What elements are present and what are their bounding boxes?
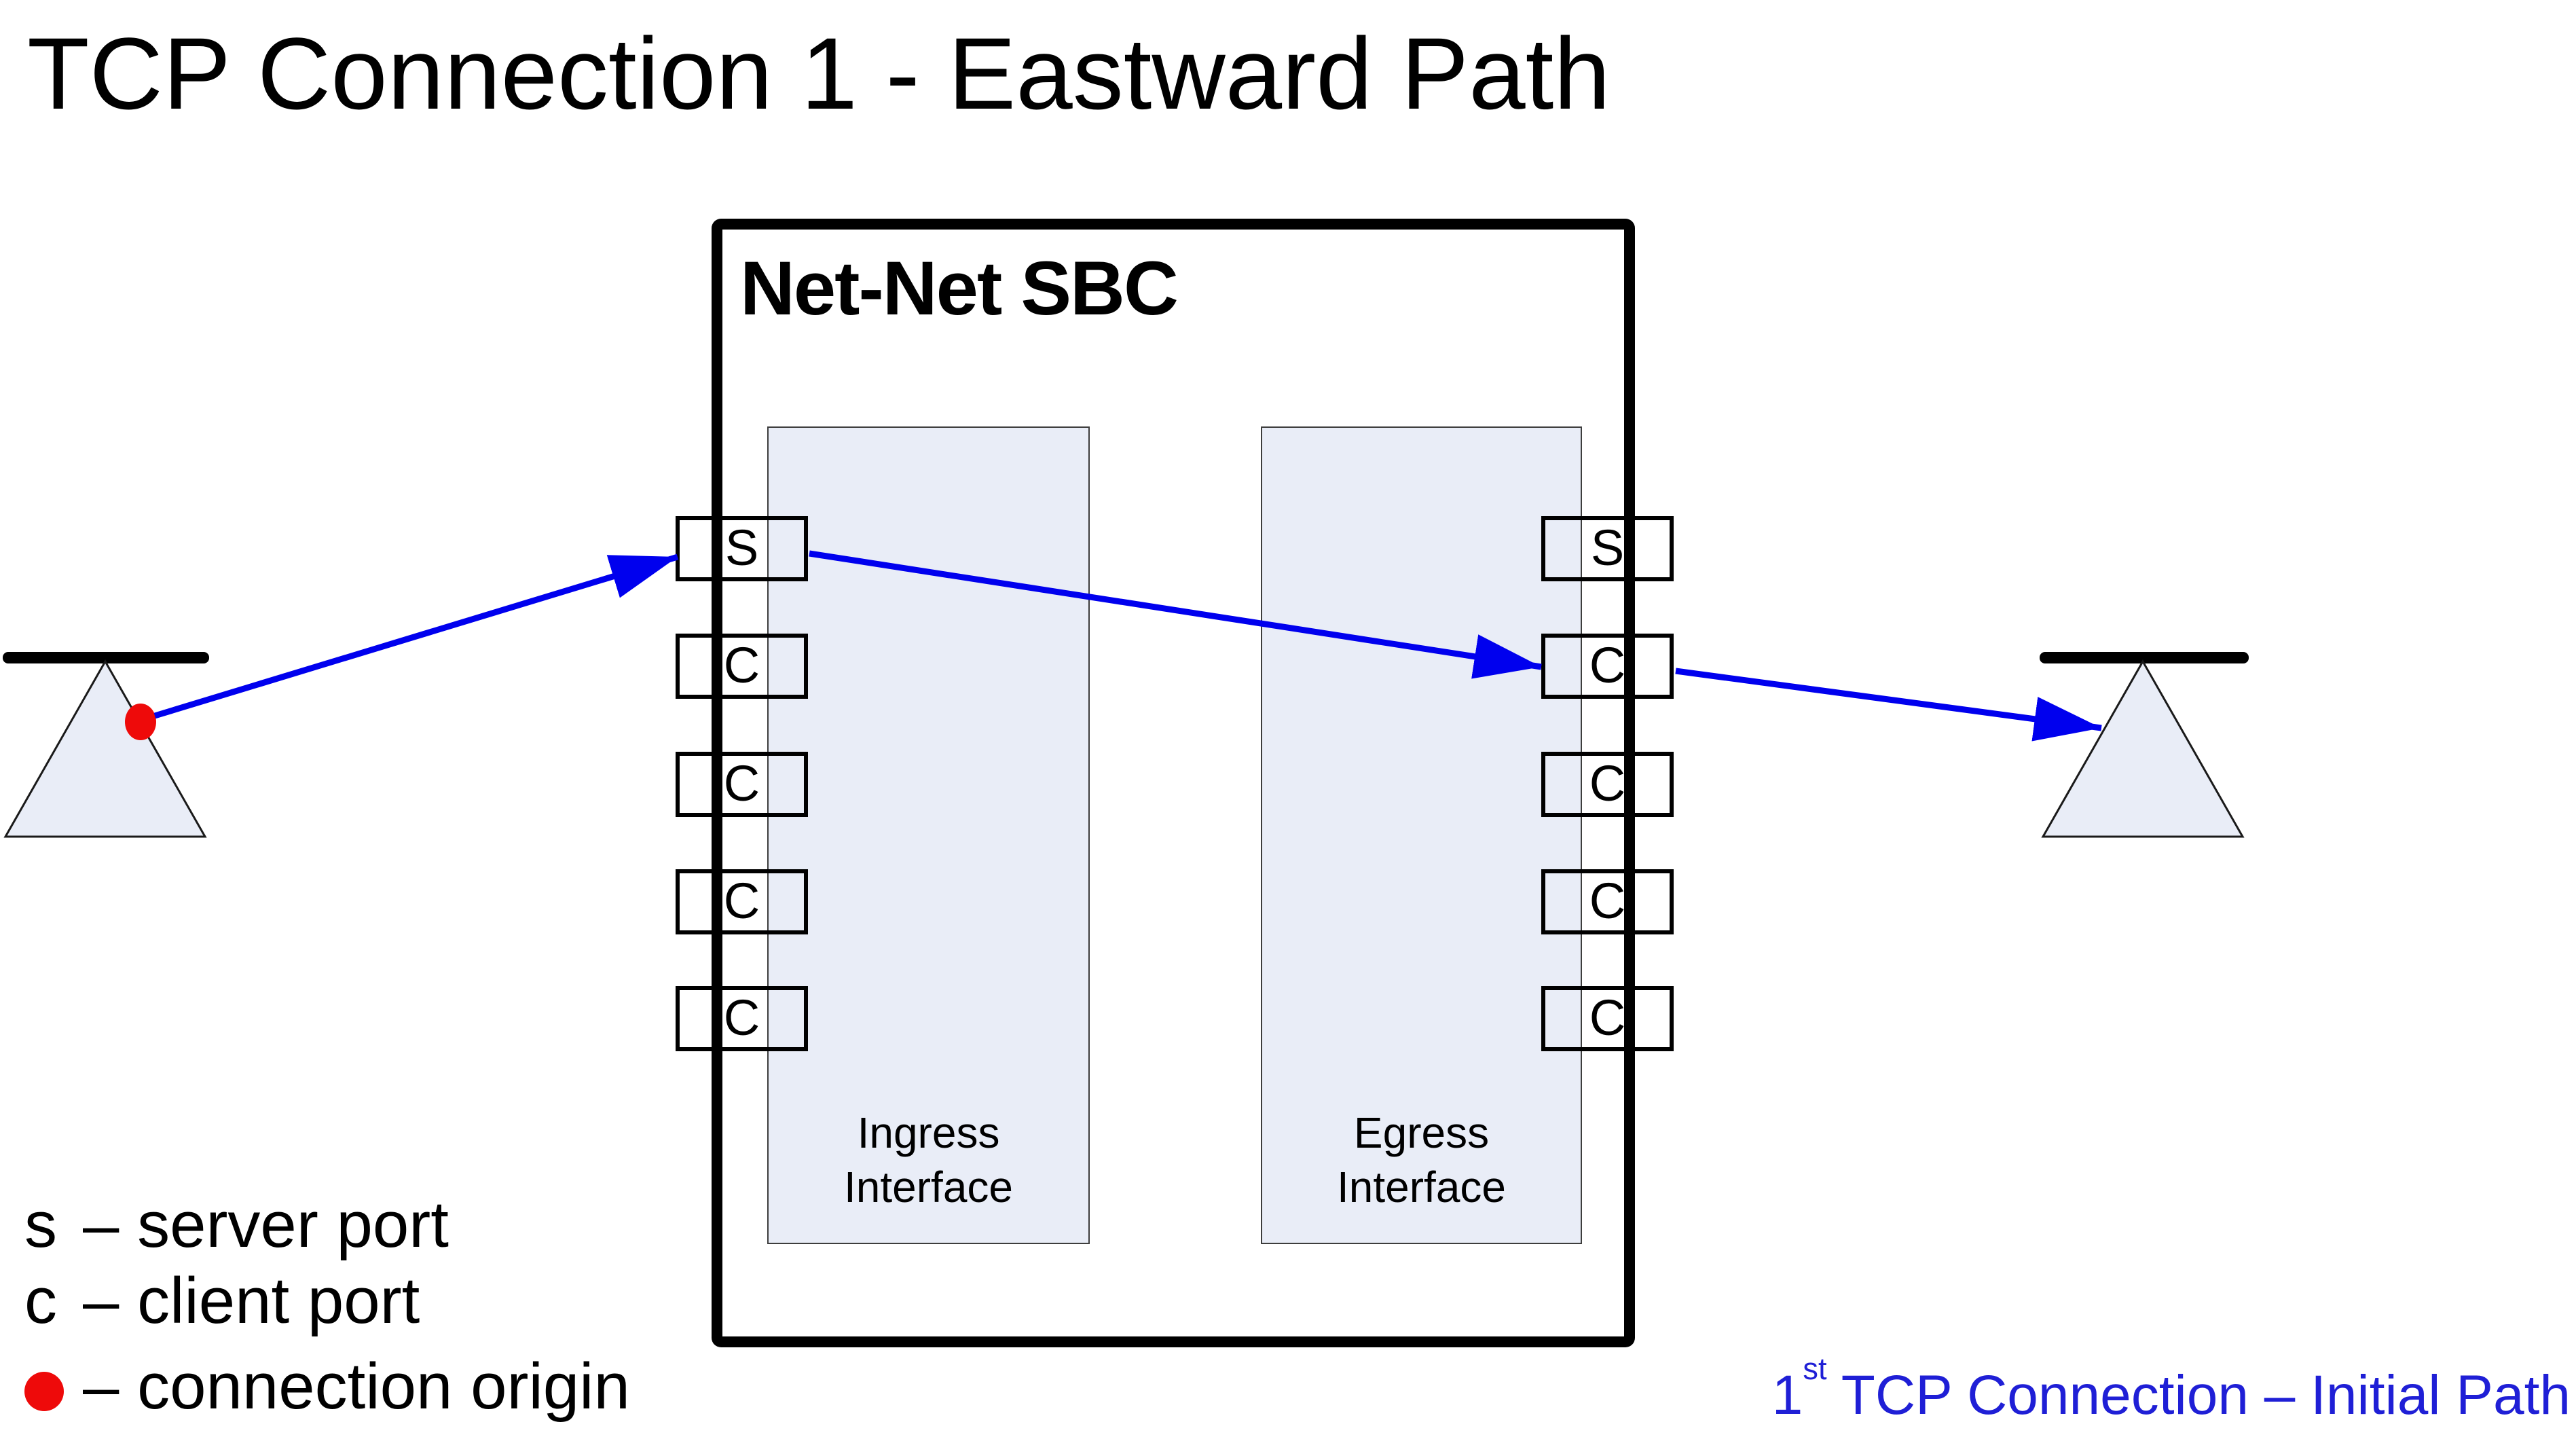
- port-label: C: [723, 872, 760, 929]
- legend-item-server-port: s – server port: [24, 1187, 630, 1263]
- port-label: C: [1589, 754, 1626, 812]
- sbc-title: Net-Net SBC: [740, 246, 1179, 331]
- caption-number: 1: [1771, 1364, 1803, 1426]
- ingress-interface-panel: Ingress Interface: [767, 426, 1090, 1244]
- egress-port-server: S: [1541, 516, 1674, 581]
- connection-origin-dot: [125, 704, 156, 740]
- legend-label: – server port: [83, 1188, 449, 1261]
- sbc-box: Net-Net SBC Ingress Interface Egress Int…: [712, 219, 1635, 1347]
- arrow-egress-c-to-right-endpoint: [1675, 668, 2102, 742]
- port-label: C: [723, 754, 760, 812]
- egress-port-client-3: C: [1541, 869, 1674, 934]
- egress-interface-label: Egress Interface: [1336, 1108, 1507, 1212]
- egress-port-client-1: C: [1541, 634, 1674, 699]
- connection-origin-symbol: [24, 1349, 83, 1424]
- connection-origin-dot-icon: [24, 1371, 64, 1411]
- page-title: TCP Connection 1 - Eastward Path: [27, 16, 1611, 130]
- port-label: C: [723, 636, 760, 693]
- port-label: C: [1589, 636, 1626, 693]
- egress-port-client-2: C: [1541, 752, 1674, 817]
- initial-path-caption: 1st TCP Connection – Initial Path: [1771, 1353, 2571, 1427]
- ingress-port-client-4: C: [676, 986, 808, 1051]
- port-label: C: [723, 989, 760, 1046]
- left-endpoint-bar: [3, 652, 209, 663]
- egress-interface-panel: Egress Interface: [1261, 426, 1582, 1244]
- port-label: C: [1589, 872, 1626, 929]
- ingress-interface-label: Ingress Interface: [843, 1108, 1014, 1212]
- legend-label: – client port: [83, 1264, 420, 1337]
- legend: s – server port c – client port – connec…: [24, 1187, 630, 1425]
- port-label: C: [1589, 989, 1626, 1046]
- server-port-symbol: s: [24, 1188, 57, 1261]
- ingress-port-client-2: C: [676, 752, 808, 817]
- egress-port-client-4: C: [1541, 986, 1674, 1051]
- port-label: S: [1590, 519, 1625, 576]
- caption-ordinal: st: [1803, 1351, 1827, 1387]
- ingress-port-server: S: [676, 516, 808, 581]
- caption-text: TCP Connection – Initial Path: [1826, 1364, 2571, 1426]
- ingress-port-client-3: C: [676, 869, 808, 934]
- port-label: S: [724, 519, 759, 576]
- right-endpoint-bar: [2040, 652, 2249, 663]
- legend-label: – connection origin: [83, 1350, 630, 1423]
- legend-item-client-port: c – client port: [24, 1263, 630, 1339]
- left-endpoint-triangle: [3, 659, 207, 838]
- right-endpoint-triangle: [2041, 659, 2245, 838]
- ingress-port-client-1: C: [676, 634, 808, 699]
- client-port-symbol: c: [24, 1264, 57, 1337]
- arrow-origin-to-ingress-s: [153, 553, 679, 719]
- legend-item-connection-origin: – connection origin: [24, 1349, 630, 1425]
